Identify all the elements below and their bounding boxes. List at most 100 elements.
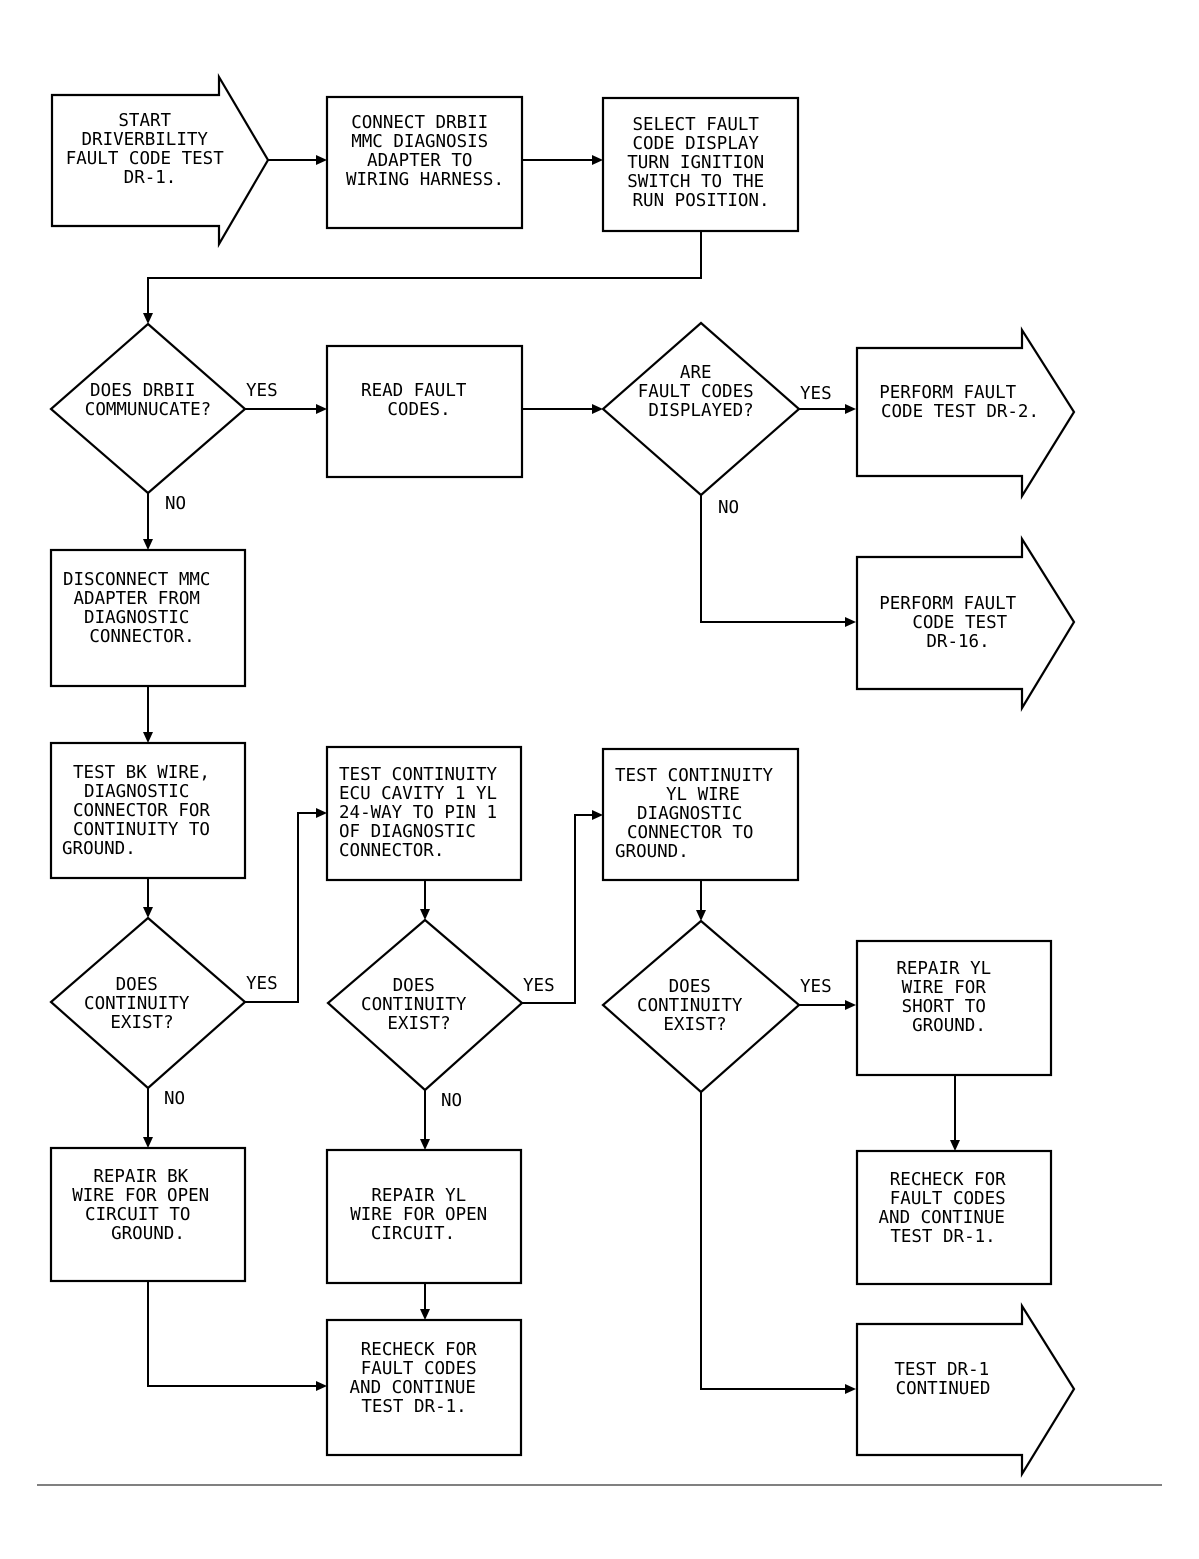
read-line: READ FAULT <box>361 381 467 401</box>
recheck-mid-line: AND CONTINUE <box>350 1378 476 1398</box>
arrowhead <box>316 808 327 818</box>
disconnect-box <box>49 548 247 688</box>
arrowhead <box>143 313 153 324</box>
arrowhead <box>316 155 327 165</box>
testbk-box <box>49 741 247 880</box>
no-label: NO <box>164 1089 185 1109</box>
repairbk-line: GROUND. <box>111 1224 185 1244</box>
repairyl-open-line: WIRE FOR OPEN <box>350 1205 487 1225</box>
repairbk-line: REPAIR BK <box>93 1167 188 1187</box>
testyl-line: GROUND. <box>615 842 689 862</box>
cont2-line: CONTINUITY <box>361 995 467 1015</box>
testecu-line: OF DIAGNOSTIC <box>339 822 476 842</box>
recheck-mid-line: RECHECK FOR <box>361 1340 477 1360</box>
edge-cont3-continued <box>700 1092 851 1390</box>
cont2-line: DOES <box>393 976 435 996</box>
no-label: NO <box>441 1091 462 1111</box>
shapes <box>49 72 1076 1478</box>
communicate-line: COMMUNUCATE? <box>85 400 211 420</box>
repairyl-open-line: REPAIR YL <box>371 1186 466 1206</box>
testyl-line: YL WIRE <box>666 785 740 805</box>
edge-displayed-dr16 <box>700 495 851 623</box>
branch-labels: YES NO YES NO YES NO YES NO YES <box>164 381 832 1111</box>
testyl-line: CONNECTOR TO <box>627 823 753 843</box>
arrowhead <box>143 1137 153 1148</box>
recheck-right-line: AND CONTINUE <box>879 1208 1005 1228</box>
testecu-line: ECU CAVITY 1 YL <box>339 784 497 804</box>
arrowhead <box>420 1309 430 1320</box>
testyl-text: TEST CONTINUITY YL WIRE DIAGNOSTIC CONNE… <box>615 766 784 862</box>
testecu-box <box>325 745 523 882</box>
connect-line: ADAPTER TO <box>367 151 472 171</box>
connect-line: WIRING HARNESS. <box>346 170 504 190</box>
repairyl-short-line: REPAIR YL <box>896 959 991 979</box>
yes-label: YES <box>800 384 832 404</box>
dr2-text: PERFORM FAULT CODE TEST DR-2. <box>879 383 1039 422</box>
repairyl-short-box <box>855 939 1053 1077</box>
testbk-line: DIAGNOSTIC <box>84 782 189 802</box>
continued-arrow-shape <box>855 1302 1076 1478</box>
arrowhead <box>845 1000 856 1010</box>
recheck-mid-line: FAULT CODES <box>361 1359 477 1379</box>
arrowhead <box>845 404 856 414</box>
dr16-text: PERFORM FAULT CODE TEST DR-16. <box>879 594 1027 652</box>
start-text: START DRIVERBILITY FAULT CODE TEST DR-1. <box>66 111 235 188</box>
testyl-line: TEST CONTINUITY <box>615 766 774 786</box>
communicate-line: DOES DRBII <box>90 381 195 401</box>
no-label: NO <box>718 498 739 518</box>
cont2-line: EXIST? <box>387 1014 450 1034</box>
arrowhead <box>143 539 153 550</box>
arrowhead <box>143 907 153 918</box>
no-label: NO <box>165 494 186 514</box>
edge-cont1-testecu <box>245 812 322 1003</box>
repairbk-text: REPAIR BK WIRE FOR OPEN CIRCUIT TO GROUN… <box>72 1167 220 1244</box>
communicate-decision <box>49 322 247 495</box>
testyl-line: DIAGNOSTIC <box>637 804 742 824</box>
communicate-text: DOES DRBII COMMUNUCATE? <box>85 381 211 420</box>
cont2-decision <box>326 918 524 1092</box>
cont3-line: CONTINUITY <box>637 996 743 1016</box>
displayed-line: DISPLAYED? <box>648 401 753 421</box>
testecu-line: CONNECTOR. <box>339 841 444 861</box>
displayed-text: ARE FAULT CODES DISPLAYED? <box>638 363 764 421</box>
dr16-line: DR-16. <box>926 632 989 652</box>
yes-label: YES <box>523 976 555 996</box>
testecu-line: TEST CONTINUITY <box>339 765 498 785</box>
testecu-text: TEST CONTINUITY ECU CAVITY 1 YL 24-WAY T… <box>339 765 508 861</box>
repairyl-open-text: REPAIR YL WIRE FOR OPEN CIRCUIT. <box>350 1186 498 1244</box>
arrowhead <box>592 155 603 165</box>
repairyl-short-text: REPAIR YL WIRE FOR SHORT TO GROUND. <box>896 959 1001 1036</box>
recheck-mid-line: TEST DR-1. <box>361 1397 466 1417</box>
arrowhead <box>696 910 706 921</box>
select-line: CODE DISPLAY <box>633 134 760 154</box>
arrowhead <box>420 909 430 920</box>
read-line: CODES. <box>387 400 450 420</box>
testecu-line: 24-WAY TO PIN 1 <box>339 803 497 823</box>
disconnect-line: ADAPTER FROM <box>74 589 200 609</box>
recheck-mid-box <box>325 1318 523 1457</box>
connectors <box>147 159 956 1390</box>
start-line: DRIVERBILITY <box>82 130 209 150</box>
arrowhead <box>845 617 856 627</box>
recheck-mid-text: RECHECK FOR FAULT CODES AND CONTINUE TES… <box>350 1340 488 1417</box>
dr16-line: PERFORM FAULT <box>879 594 1016 614</box>
cont3-decision <box>601 919 801 1094</box>
arrowhead <box>950 1140 960 1151</box>
cont1-line: DOES <box>116 975 158 995</box>
cont3-line: EXIST? <box>663 1015 726 1035</box>
disconnect-line: DISCONNECT MMC <box>63 570 211 590</box>
repairyl-open-box <box>325 1148 523 1285</box>
arrowhead <box>845 1384 856 1394</box>
repairyl-short-line: GROUND. <box>912 1016 986 1036</box>
repairyl-short-line: WIRE FOR <box>902 978 987 998</box>
recheck-right-line: TEST DR-1. <box>890 1227 995 1247</box>
start-line: DR-1. <box>124 168 177 188</box>
continued-line: CONTINUED <box>896 1379 991 1399</box>
yes-label: YES <box>800 977 832 997</box>
arrowhead <box>143 732 153 743</box>
testbk-line: CONTINUITY TO <box>73 820 210 840</box>
cont3-text: DOES CONTINUITY EXIST? <box>637 977 753 1035</box>
dr2-line: PERFORM FAULT <box>879 383 1016 403</box>
recheck-right-line: RECHECK FOR <box>890 1170 1006 1190</box>
